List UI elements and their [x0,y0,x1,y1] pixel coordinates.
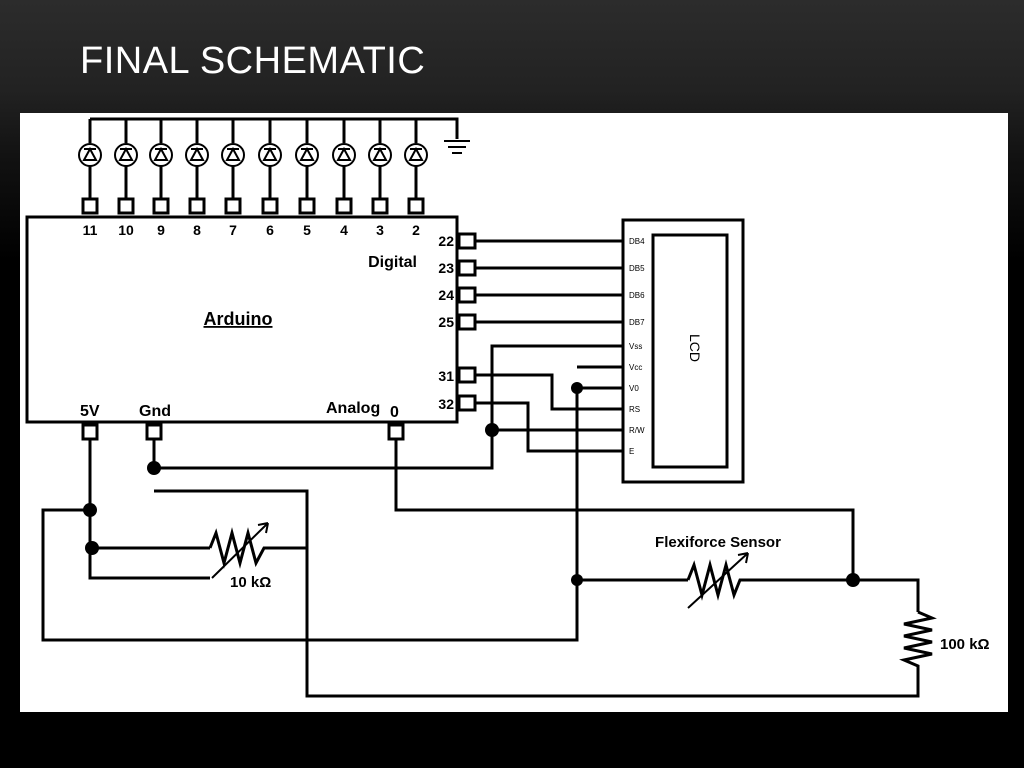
flexiforce-label: Flexiforce Sensor [655,534,781,551]
led-icon [368,143,392,167]
arduino-top-pin-terminal [407,197,425,215]
arduino-top-pin-terminal [298,197,316,215]
arduino-top-pin-terminal [152,197,170,215]
led-icon [258,143,282,167]
lcd-pin-label: RS [629,405,640,414]
arduino-side-pin-terminal [457,286,477,304]
analog-label: Analog [326,400,380,417]
led-icon [114,143,138,167]
arduino-top-pin-terminal [81,197,99,215]
arduino-side-pin-label: 31 [438,368,454,384]
arduino-side-pin-terminal [457,259,477,277]
analog-pin-label: 0 [390,404,399,421]
arduino-side-pins: 22 23 24 25 31 32 [438,232,477,412]
arduino-top-pin-label: 5 [303,222,311,238]
wire-flex-right [853,578,920,612]
arduino-top-pin-terminal [188,197,206,215]
potentiometer-label: 10 kΩ [230,574,271,591]
lcd-pin-label: Vss [629,342,642,351]
pin-gnd-terminal [145,423,163,441]
arduino-top-pin-label: 4 [340,222,348,238]
arduino-top-pin-label: 9 [157,222,165,238]
digital-label: Digital [368,254,417,271]
led-icon [185,143,209,167]
lcd-pin-label: DB7 [629,318,645,327]
wire-vss-ground [154,344,623,470]
led-icon [295,143,319,167]
lcd-label: LCD [687,334,703,362]
potentiometer-icon [208,527,307,569]
led-row: 11 10 9 8 7 6 5 4 3 2 [78,119,428,238]
arduino-top-pin-label: 8 [193,222,201,238]
led-icon [221,143,245,167]
arduino-side-pin-label: 24 [438,287,454,303]
arduino-top-pin-terminal [261,197,279,215]
arduino-side-pin-terminal [457,394,477,412]
ground-label: Gnd [139,403,171,420]
lcd-pin-label: E [629,447,634,456]
arduino-side-pin-terminal [457,232,477,250]
arduino-top-pin-label: 11 [83,222,98,238]
arduino-side-pin-terminal [457,313,477,331]
arduino-side-pin-label: 22 [438,233,454,249]
ground-symbol-icon [444,140,470,154]
arduino-label: Arduino [204,309,273,329]
arduino-top-pin-terminal [117,197,135,215]
lcd-pin-label: DB6 [629,291,645,300]
led-icon [332,143,356,167]
arduino-top-pin-label: 7 [229,222,237,238]
junction-dots [83,382,860,587]
lcd-pin-label: R/W [629,426,645,435]
led-icon [404,143,428,167]
pin-a0-terminal [387,423,405,441]
flexiforce-sensor-icon [686,559,853,601]
ground-rail [90,117,459,139]
lcd-screen [651,233,729,469]
resistor-label: 100 kΩ [940,636,990,653]
arduino-top-pin-label: 10 [118,222,134,238]
lcd-module [621,218,745,484]
wire-pin31-rs [476,373,623,411]
resistor-100k-icon [899,610,937,672]
wire-a0-flex-node [394,439,855,580]
arduino-side-pin-label: 25 [438,314,454,330]
wire-pin32-e [476,401,623,453]
arduino-top-pin-label: 6 [266,222,274,238]
power-5v-label: 5V [80,403,100,420]
lcd-pin-label: DB4 [629,237,645,246]
arduino-top-pin-label: 3 [376,222,384,238]
arduino-top-pin-label: 2 [412,222,420,238]
lcd-pin-label: DB5 [629,264,645,273]
pin-5v-terminal [81,423,99,441]
arduino-top-pin-terminal [371,197,389,215]
lcd-pin-label: Vcc [629,363,642,372]
arduino-side-pin-terminal [457,366,477,384]
flexiforce-arrow-icon [687,552,749,609]
led-icon [149,143,173,167]
lcd-pin-label: V0 [629,384,639,393]
wire-gnd-return [154,489,920,698]
arduino-top-pin-terminal [335,197,353,215]
led-icon [78,143,102,167]
arduino-top-pin-terminal [224,197,242,215]
slide-title: FINAL SCHEMATIC [80,40,426,82]
arduino-side-pin-label: 23 [438,260,454,276]
wire-v0-contrast [41,386,623,642]
potentiometer-arrow-icon [211,522,269,579]
wire-5v [88,439,210,580]
arduino-side-pin-label: 32 [438,396,454,412]
arduino-board [25,215,459,424]
